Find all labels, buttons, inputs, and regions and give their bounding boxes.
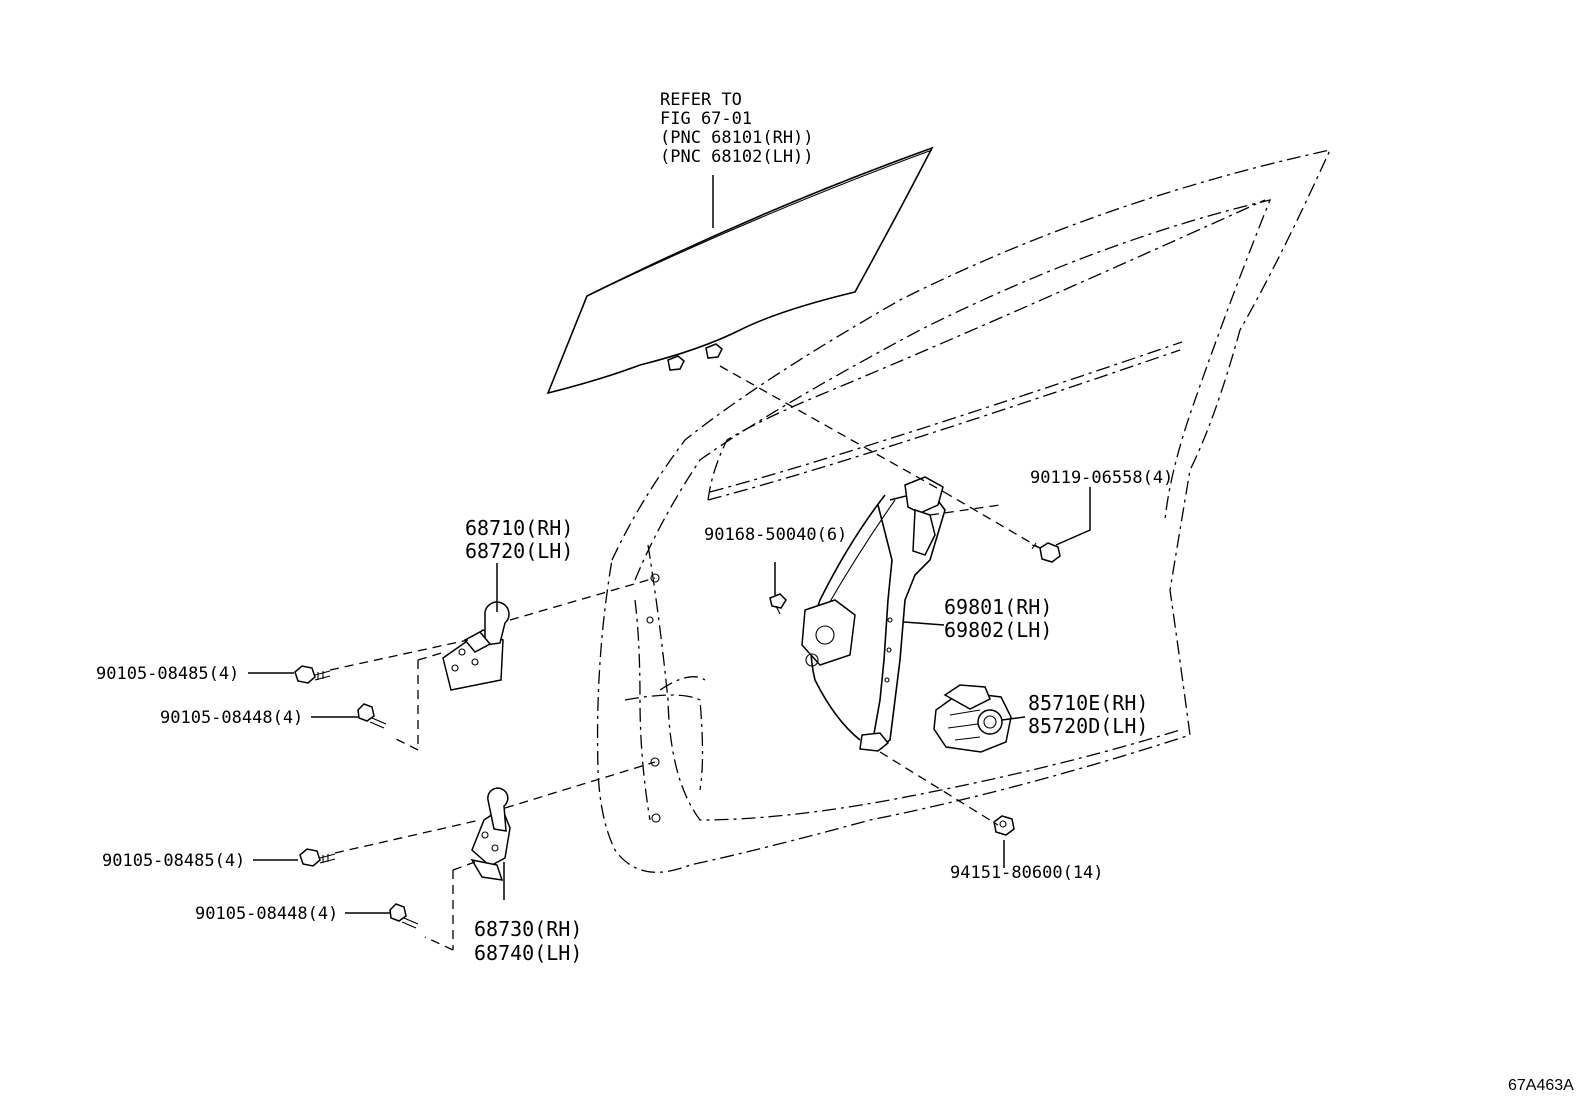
- glass-ref-line3: (PNC 68101(RH)): [660, 128, 814, 148]
- bolt-90119-icon: [1031, 542, 1061, 563]
- label-68720-lh: 68720(LH): [465, 539, 573, 563]
- regulator-motor: [933, 684, 1012, 753]
- label-lower-90105-08448: 90105-08448(4): [195, 904, 338, 924]
- rivet-90168-icon: [769, 593, 787, 615]
- label-90168-50040: 90168-50040(6): [704, 525, 847, 545]
- label-85720d-lh: 85720D(LH): [1028, 714, 1148, 738]
- door-glass: [546, 146, 934, 395]
- label-90119-06558: 90119-06558(4): [1030, 468, 1173, 488]
- label-68730-rh: 68730(RH): [474, 917, 582, 941]
- lower-door-hinge: [470, 787, 511, 881]
- label-upper-90105-08448: 90105-08448(4): [160, 708, 303, 728]
- door-panel-outline: [596, 149, 1332, 873]
- lower-bolt-a-icon: [299, 848, 336, 867]
- figure-code: 67A463A: [1508, 1077, 1574, 1094]
- label-68740-lh: 68740(LH): [474, 941, 582, 965]
- assembly-lines: [329, 365, 1041, 951]
- label-lower-90105-08485: 90105-08485(4): [102, 851, 245, 871]
- label-69802-lh: 69802(LH): [944, 618, 1052, 642]
- upper-bolt-a-icon: [294, 665, 331, 684]
- label-69801-rh: 69801(RH): [944, 595, 1052, 619]
- label-94151-80600: 94151-80600(14): [950, 863, 1104, 883]
- window-regulator: [801, 476, 946, 752]
- nut-94151-icon: [993, 815, 1015, 836]
- glass-clip-right: [705, 343, 723, 359]
- glass-reference-note: REFER TO FIG 67-01 (PNC 68101(RH)) (PNC …: [660, 90, 814, 167]
- upper-door-hinge: [442, 601, 510, 691]
- label-85710e-rh: 85710E(RH): [1028, 691, 1148, 715]
- glass-ref-line1: REFER TO: [660, 90, 742, 110]
- glass-clip-left: [667, 355, 685, 371]
- label-upper-90105-08485: 90105-08485(4): [96, 664, 239, 684]
- glass-ref-line2: FIG 67-01: [660, 109, 752, 129]
- lower-bolt-b-icon: [389, 903, 419, 929]
- upper-bolt-b-icon: [357, 703, 387, 729]
- glass-ref-line4: (PNC 68102(LH)): [660, 147, 814, 167]
- leader-lines: [248, 175, 1091, 914]
- label-68710-rh: 68710(RH): [465, 516, 573, 540]
